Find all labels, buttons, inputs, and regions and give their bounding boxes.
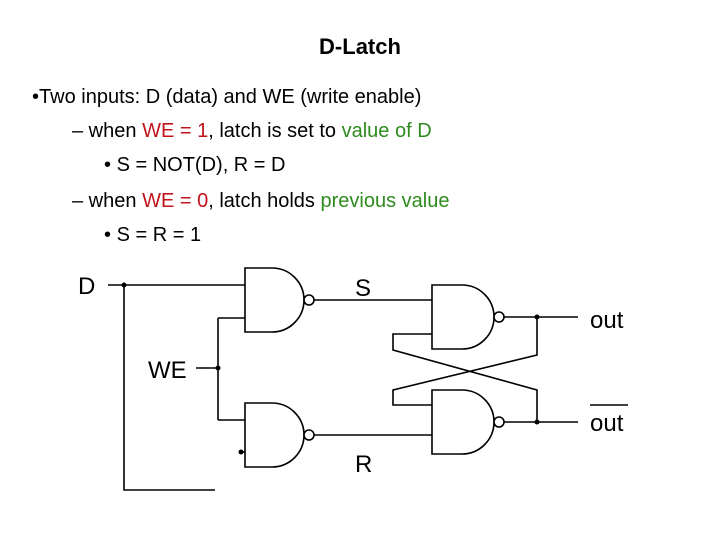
- bullet-marker: •: [104, 224, 112, 246]
- label-out: out: [590, 307, 624, 334]
- nand-gate-r: [244, 402, 305, 468]
- junction-dot: [238, 449, 244, 455]
- bullet-text: S = R = 1: [116, 224, 202, 246]
- label-d: D: [78, 273, 95, 300]
- bullet-two-inputs: •Two inputs: D (data) and WE (write enab…: [32, 86, 421, 109]
- bullet-we-0: – when WE = 0, latch holds previous valu…: [72, 190, 449, 213]
- label-out-bar: out: [590, 410, 624, 437]
- dash-marker: –: [72, 190, 84, 212]
- text-part: when: [83, 120, 143, 142]
- text-part: , latch holds: [208, 190, 321, 212]
- highlight-we-0: WE = 0: [142, 190, 209, 212]
- bullet-s-r-1: • S = R = 1: [104, 224, 201, 247]
- label-s: S: [355, 275, 371, 302]
- junction-dot: [215, 365, 221, 371]
- text-part: , latch is set to: [208, 120, 342, 142]
- junction-dot: [534, 314, 540, 320]
- nand-gate-out-bar: [431, 389, 495, 455]
- wire-d-down: [123, 285, 215, 491]
- label-we: WE: [148, 357, 187, 384]
- wire-feedback-out: [392, 317, 538, 406]
- bullet-text: S = NOT(D), R = D: [116, 154, 286, 176]
- nand-gate-s: [244, 267, 305, 333]
- nand-gate-out: [431, 284, 495, 350]
- nand-bubble-out: [493, 311, 505, 323]
- slide-title: D-Latch: [319, 34, 401, 59]
- junction-dot: [534, 419, 540, 425]
- dash-marker: –: [72, 120, 84, 142]
- nand-bubble-out-bar: [493, 416, 505, 428]
- bullet-we-1: – when WE = 1, latch is set to value of …: [72, 120, 432, 143]
- bullet-s-not-d: • S = NOT(D), R = D: [104, 154, 285, 177]
- bullet-marker: •: [32, 86, 40, 108]
- nand-bubble-r: [303, 429, 315, 441]
- wire-feedback-out-bar: [392, 333, 538, 422]
- text-part: when: [83, 190, 143, 212]
- bullet-marker: •: [104, 154, 112, 176]
- highlight-value-of-d: value of D: [341, 120, 432, 142]
- label-r: R: [355, 451, 372, 478]
- bullet-text: Two inputs: D (data) and WE (write enabl…: [39, 86, 422, 108]
- highlight-previous-value: previous value: [320, 190, 450, 212]
- nand-bubble-s: [303, 294, 315, 306]
- highlight-we-1: WE = 1: [142, 120, 209, 142]
- junction-dot: [121, 282, 127, 288]
